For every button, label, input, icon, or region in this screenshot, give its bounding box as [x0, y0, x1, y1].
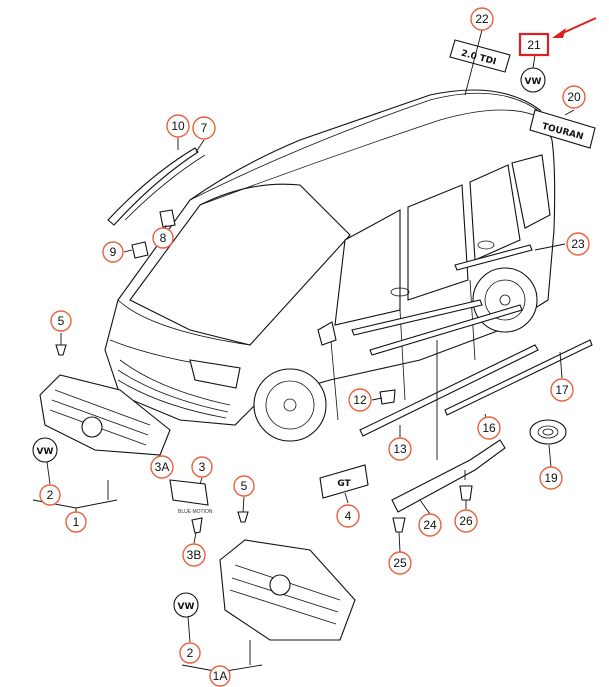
- callout-3a[interactable]: 3A: [150, 455, 174, 479]
- callout-3b[interactable]: 3B: [182, 543, 206, 567]
- callout-17-label: 17: [555, 383, 569, 397]
- callout-26-label: 26: [459, 514, 473, 528]
- callout-22[interactable]: 22: [470, 7, 494, 31]
- callout-2-lower-label: 2: [187, 646, 194, 660]
- car-body: [104, 89, 556, 442]
- callout-25[interactable]: 25: [388, 551, 412, 575]
- callout-19[interactable]: 19: [539, 466, 563, 490]
- callout-8-label: 8: [160, 231, 167, 245]
- callout-4[interactable]: 4: [336, 504, 360, 528]
- callout-12-label: 12: [353, 393, 367, 407]
- callout-21-highlighted[interactable]: 21: [518, 32, 550, 57]
- callout-10-label: 10: [171, 119, 185, 133]
- callout-2-top-label: 2: [47, 488, 54, 502]
- callout-2-lower[interactable]: 2: [179, 642, 201, 664]
- callout-19-label: 19: [544, 471, 558, 485]
- callout-23[interactable]: 23: [566, 232, 590, 256]
- callout-25-label: 25: [393, 556, 407, 570]
- callout-20-label: 20: [567, 90, 581, 104]
- callout-16-label: 16: [482, 421, 496, 435]
- callout-26[interactable]: 26: [454, 509, 478, 533]
- leader-lines: [32, 29, 575, 676]
- callout-7-label: 7: [201, 121, 208, 135]
- side-mouldings: [351, 244, 593, 437]
- callout-1a-label: 1A: [213, 669, 228, 683]
- small-parts: [55, 209, 506, 534]
- roof-rails: [107, 147, 206, 226]
- callout-10[interactable]: 10: [166, 114, 190, 138]
- front-wheel: [253, 368, 327, 442]
- callout-5-lower-label: 5: [241, 479, 248, 493]
- callout-12[interactable]: 12: [348, 388, 372, 412]
- vw-emblem-lower: VW: [173, 592, 199, 618]
- svg-text:VW: VW: [178, 602, 195, 612]
- callout-20[interactable]: 20: [562, 85, 586, 109]
- callout-21-label: 21: [527, 38, 541, 52]
- callout-5-top-label: 5: [58, 314, 65, 328]
- callout-4-label: 4: [345, 509, 352, 523]
- callout-8[interactable]: 8: [152, 227, 174, 249]
- blue-motion-clip: BLUE MOTION: [169, 479, 213, 515]
- grille-upper: [39, 374, 171, 456]
- callout-1a[interactable]: 1A: [209, 665, 231, 687]
- red-pointer-arrow: [552, 17, 597, 38]
- callout-7[interactable]: 7: [192, 116, 216, 140]
- engine-badge: 2.0 TDI: [449, 39, 511, 73]
- callout-3[interactable]: 3: [191, 456, 213, 478]
- callout-5-lower[interactable]: 5: [233, 475, 255, 497]
- callout-13[interactable]: 13: [388, 437, 412, 461]
- callout-3a-label: 3A: [155, 460, 170, 474]
- rear-vw-emblem: VW: [520, 67, 546, 93]
- callout-1-label: 1: [73, 515, 80, 529]
- rear-wheel: [472, 267, 538, 333]
- callout-3b-label: 3B: [187, 548, 202, 562]
- callout-1[interactable]: 1: [65, 511, 87, 533]
- callout-3-label: 3: [199, 460, 206, 474]
- vw-emblem-front: VW: [32, 437, 58, 463]
- callout-9-label: 9: [110, 245, 117, 259]
- callout-9[interactable]: 9: [102, 241, 124, 263]
- tape-roll: [529, 419, 567, 445]
- callout-16[interactable]: 16: [477, 416, 501, 440]
- callout-22-label: 22: [475, 12, 489, 26]
- callout-24-label: 24: [423, 518, 437, 532]
- callout-2-top[interactable]: 2: [39, 484, 61, 506]
- svg-text:VW: VW: [525, 77, 542, 87]
- callout-5-top[interactable]: 5: [50, 310, 72, 332]
- callout-13-label: 13: [393, 442, 407, 456]
- svg-text:VW: VW: [37, 447, 54, 457]
- grille-lower: [219, 539, 356, 641]
- clip-print-text: BLUE MOTION: [178, 509, 213, 515]
- callout-17[interactable]: 17: [550, 378, 574, 402]
- gt-badge-text: GT: [337, 479, 351, 489]
- callout-23-label: 23: [571, 237, 585, 251]
- gt-badge: GT: [319, 464, 369, 499]
- callout-24[interactable]: 24: [418, 513, 442, 537]
